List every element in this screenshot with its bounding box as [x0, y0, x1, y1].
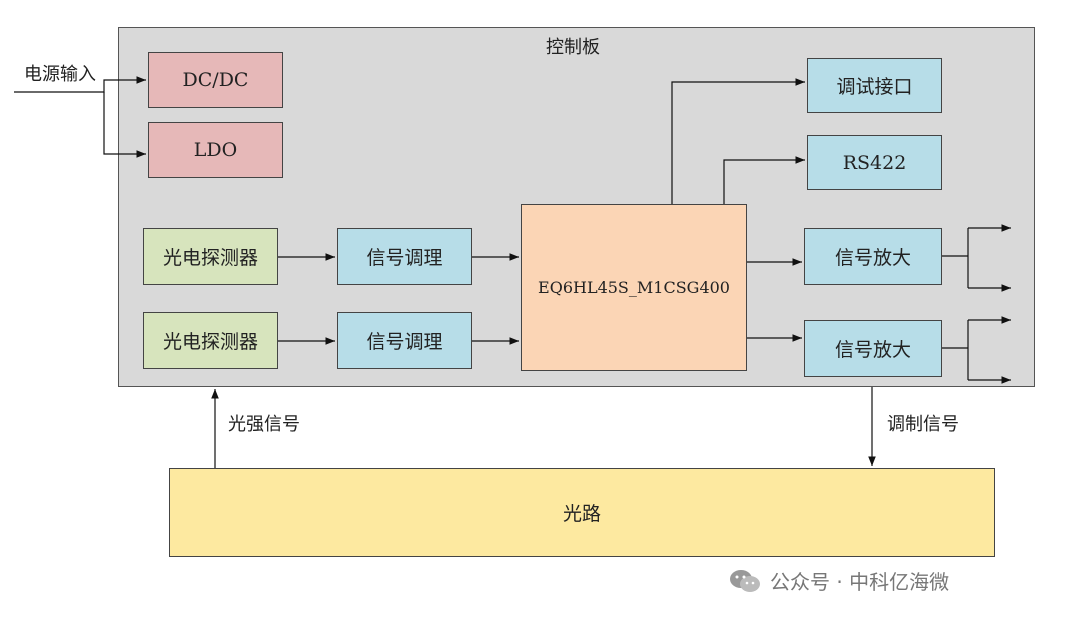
signal-conditioning-block-2: 信号调理: [337, 312, 472, 369]
rs422-block: RS422: [807, 135, 942, 190]
panel-title: 控制板: [546, 37, 600, 58]
photodetector-block-2: 光电探测器: [143, 312, 278, 369]
fpga-block: EQ6HL45S_M1CSG400: [521, 204, 747, 371]
ldo-block: LDO: [148, 122, 283, 178]
wechat-icon: [730, 569, 760, 592]
signal-amplifier-block-2: 信号放大: [804, 320, 942, 377]
watermark-text: 公众号 · 中科亿海微: [770, 570, 950, 594]
light-intensity-signal-label: 光强信号: [228, 414, 300, 435]
modulation-signal-label: 调制信号: [887, 414, 959, 435]
signal-conditioning-block-1: 信号调理: [337, 228, 472, 285]
debug-port-block: 调试接口: [807, 58, 942, 113]
power-input-label: 电源输入: [24, 64, 96, 85]
watermark: 公众号 · 中科亿海微: [728, 566, 949, 595]
dcdc-block: DC/DC: [148, 52, 283, 108]
optical-path-block: 光路: [169, 468, 995, 557]
photodetector-block-1: 光电探测器: [143, 228, 278, 285]
signal-amplifier-block-1: 信号放大: [804, 228, 942, 285]
